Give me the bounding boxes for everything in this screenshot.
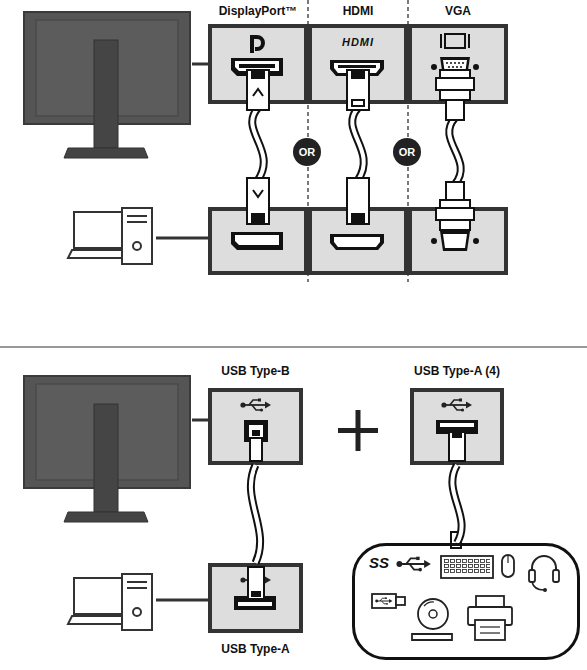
or-text: OR bbox=[293, 144, 321, 160]
usb-cable bbox=[452, 465, 461, 543]
superspeed-logo: SS bbox=[369, 555, 389, 571]
or-badge: OR bbox=[293, 138, 321, 166]
port-heading: USB Type-B bbox=[184, 363, 327, 379]
port-panel: HDMIHDMI bbox=[312, 28, 404, 100]
or-text: OR bbox=[393, 144, 421, 160]
usb-cable bbox=[251, 465, 260, 563]
hdmi-logo: HDMI bbox=[312, 34, 404, 50]
usb-port-panel: USB Type-A bbox=[208, 563, 303, 633]
usb-port-panel: USB Type-A (4) bbox=[410, 388, 504, 465]
port-heading: USB Type-A bbox=[184, 641, 327, 657]
usb-port-panel: USB Type-B bbox=[208, 388, 303, 465]
or-badge: OR bbox=[393, 138, 421, 166]
port-heading: USB Type-A (4) bbox=[386, 363, 528, 379]
port-heading: DisplayPort™ bbox=[188, 3, 328, 19]
port-heading: VGA bbox=[388, 3, 528, 19]
device-bubble: SS bbox=[352, 543, 580, 660]
port-panel: DisplayPort™ bbox=[212, 28, 304, 100]
port-panel: VGA bbox=[412, 28, 504, 100]
port-heading: HDMI bbox=[288, 3, 428, 19]
